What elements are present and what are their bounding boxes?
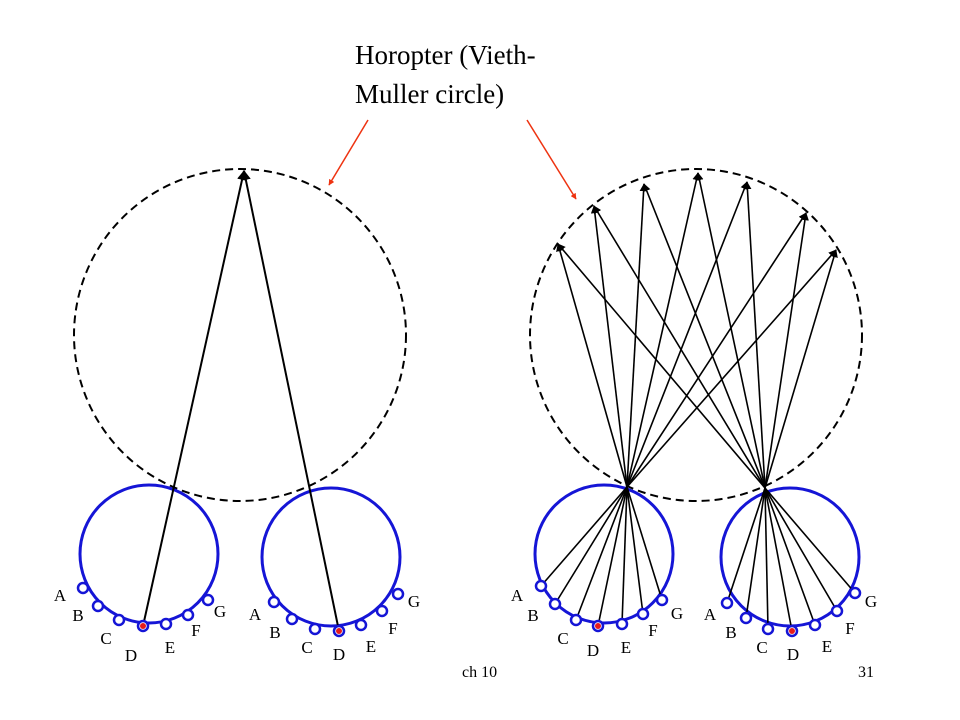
receptor-ray-rd-left-2 (626, 486, 644, 615)
receptor-ray-rd-right-2 (764, 487, 838, 612)
receptor-ray-rd-right-6 (745, 487, 766, 619)
receptor-ld-right-B (285, 612, 299, 626)
receptor-rd-left-G (655, 593, 669, 607)
receptor-ray-rd-right-4 (764, 487, 793, 632)
left-horopter-circle (73, 168, 407, 502)
pointer-arrow-right (526, 119, 577, 200)
receptor-label-rd-left-C: C (557, 629, 568, 648)
receptor-ray-rd-right-1 (764, 487, 856, 594)
fovea-dot-ld-left (140, 623, 146, 629)
sight-line-left-diagram-1 (142, 170, 247, 627)
receptor-label-rd-left-G: G (671, 604, 683, 623)
receptor-label-ld-right-E: E (366, 637, 376, 656)
receptor-label-ld-left-C: C (100, 629, 111, 648)
left-diagram-left-eye (78, 483, 220, 625)
receptor-ld-left-G (201, 593, 215, 607)
receptor-label-rd-left-E: E (621, 638, 631, 657)
receptor-label-rd-right-C: C (756, 638, 767, 657)
sight-line-rd-right-5 (743, 181, 766, 489)
receptor-rd-right-B (739, 611, 753, 625)
receptor-rd-left-B (548, 597, 562, 611)
receptor-ray-rd-left-5 (575, 486, 628, 621)
sight-line-rd-right-2 (593, 205, 766, 489)
receptor-ld-right-G (391, 587, 405, 601)
title-line-2: Muller circle) (355, 79, 505, 109)
sight-line-rd-right-6 (764, 212, 809, 489)
receptor-label-ld-left-B: B (72, 606, 83, 625)
receptor-label-ld-right-B: B (269, 623, 280, 642)
sight-line-left-diagram-2 (240, 170, 340, 632)
receptor-label-ld-left-A: A (54, 586, 67, 605)
receptor-rd-left-E (615, 617, 629, 631)
receptor-label-rd-left-F: F (648, 621, 657, 640)
receptor-ray-rd-left-3 (621, 486, 628, 625)
receptor-label-ld-right-D: D (333, 645, 345, 664)
receptor-label-ld-left-F: F (191, 621, 200, 640)
receptor-ray-rd-left-1 (626, 486, 663, 601)
sight-line-rd-right-3 (642, 183, 766, 489)
sight-line-rd-left-7 (626, 249, 837, 488)
receptor-ld-left-B (91, 599, 105, 613)
receptor-ld-left-A (76, 581, 90, 595)
receptor-label-ld-right-A: A (249, 605, 262, 624)
footer-page-number: 31 (858, 664, 874, 681)
sight-line-rd-left-3 (626, 183, 648, 488)
right-horopter-circle (529, 168, 863, 502)
left-diagram-right-eye (260, 486, 402, 628)
receptor-label-rd-right-E: E (822, 637, 832, 656)
sight-line-rd-left-1 (556, 243, 628, 488)
receptor-ray-rd-left-4 (597, 486, 628, 627)
receptor-label-rd-right-D: D (787, 645, 799, 664)
footer-chapter: ch 10 (462, 664, 498, 681)
receptor-rd-right-G (848, 586, 862, 600)
fovea-dot-rd-left (595, 623, 601, 629)
sight-line-rd-right-7 (764, 249, 838, 489)
receptor-ld-right-F (375, 604, 389, 618)
receptor-label-ld-right-F: F (388, 619, 397, 638)
sight-line-rd-right-4 (695, 172, 766, 489)
receptor-ray-rd-left-7 (540, 486, 628, 587)
receptor-ld-left-E (159, 617, 173, 631)
pointer-arrow-left (328, 119, 369, 186)
receptor-ld-left-C (112, 613, 126, 627)
sight-line-rd-left-6 (626, 212, 807, 488)
receptor-rd-right-A (720, 596, 734, 610)
receptor-ld-right-A (267, 595, 281, 609)
receptor-ray-rd-left-6 (554, 486, 628, 605)
receptor-ld-right-C (308, 622, 322, 636)
fovea-dot-ld-right (336, 628, 342, 634)
receptor-label-ld-right-G: G (408, 592, 420, 611)
receptor-rd-right-E (808, 618, 822, 632)
receptor-rd-right-F (830, 604, 844, 618)
receptor-label-rd-left-D: D (587, 641, 599, 660)
fovea-dot-rd-right (789, 628, 795, 634)
sight-line-rd-left-2 (590, 205, 628, 488)
receptor-ld-left-F (181, 608, 195, 622)
receptor-label-ld-left-D: D (125, 646, 137, 665)
receptor-ray-rd-right-5 (764, 487, 769, 630)
receptor-label-ld-left-G: G (214, 602, 226, 621)
receptor-label-ld-right-C: C (301, 638, 312, 657)
receptor-label-ld-left-E: E (165, 638, 175, 657)
receptor-rd-left-C (569, 613, 583, 627)
receptor-label-rd-right-A: A (704, 605, 717, 624)
receptor-label-rd-right-B: B (725, 623, 736, 642)
receptor-label-rd-right-G: G (865, 592, 877, 611)
sight-line-rd-right-1 (557, 243, 766, 489)
receptor-label-rd-left-B: B (527, 606, 538, 625)
receptor-ray-rd-right-7 (726, 487, 766, 604)
receptor-ray-rd-right-3 (764, 487, 816, 626)
receptor-rd-left-A (534, 579, 548, 593)
receptor-rd-left-F (636, 607, 650, 621)
sight-line-rd-left-4 (626, 172, 701, 488)
receptor-rd-right-C (761, 622, 775, 636)
right-diagram-left-eye (533, 483, 675, 625)
title-line-1: Horopter (Vieth- (355, 40, 536, 70)
receptor-label-rd-right-F: F (845, 619, 854, 638)
sight-line-rd-left-5 (626, 181, 749, 488)
receptor-ld-right-E (354, 618, 368, 632)
receptor-label-rd-left-A: A (511, 586, 524, 605)
